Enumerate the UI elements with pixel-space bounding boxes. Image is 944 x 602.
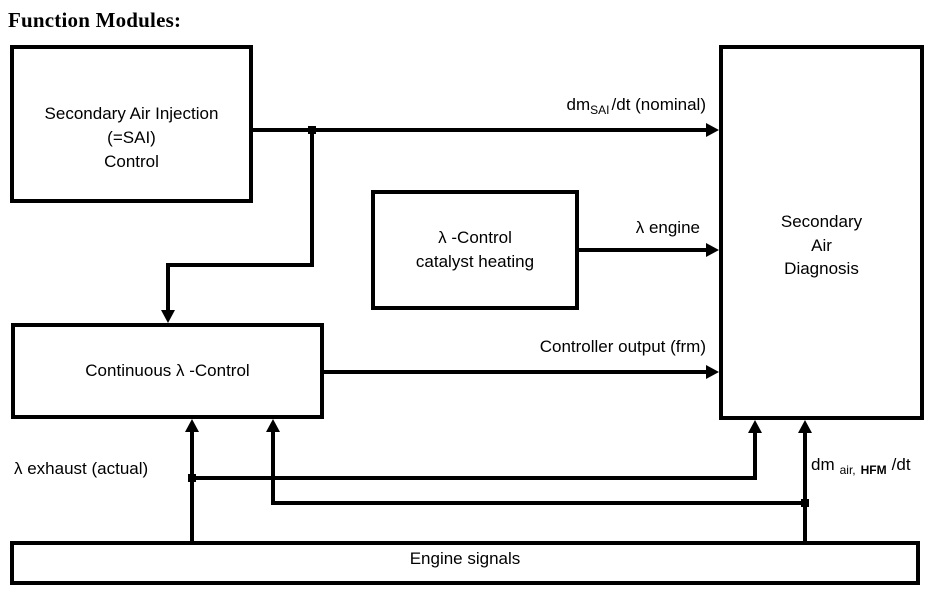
box-text-line: Secondary Air Injection (44, 104, 219, 124)
box-secondary-air-diagnosis: Secondary Air Diagnosis (719, 45, 924, 420)
box-text-line: λ -Control (438, 228, 512, 248)
connector-sai-branch-drop (166, 263, 170, 310)
box-lambda-control-catalyst-heating: λ -Control catalyst heating (371, 190, 579, 310)
box-sai-control: Secondary Air Injection (=SAI) Control (10, 45, 253, 203)
connector-lambda-exhaust-riser (753, 433, 757, 480)
arrowhead-into-continuous-bottom-right-icon (266, 419, 280, 432)
box-text-line: Engine signals (409, 549, 521, 569)
arrowhead-into-continuous-top-icon (161, 310, 175, 323)
connector-sai-branch-vertical (310, 128, 314, 267)
label-part-subscript-bold: HFM (860, 463, 887, 477)
connector-airflow-branch-riser (271, 432, 275, 505)
label-lambda-exhaust-actual: λ exhaust (actual) (14, 459, 149, 478)
connector-continuous-to-diagnosis (324, 370, 706, 374)
label-dm-sai-dt-nominal: dmSAI/dt (nominal) (567, 95, 706, 117)
box-text-line: Secondary (780, 211, 863, 231)
label-part-prefix: dm (566, 95, 591, 114)
box-text-line: Diagnosis (784, 259, 859, 279)
label-controller-output-frm: Controller output (frm) (539, 337, 706, 356)
box-text-line: Air (811, 235, 832, 255)
label-part-prefix: dm (811, 455, 835, 474)
label-part-subscript: SAI (590, 103, 610, 117)
label-part-subscript: air, (839, 463, 856, 477)
connector-airflow-riser (803, 433, 807, 541)
label-part-suffix: /dt (891, 455, 911, 474)
connector-sai-branch-horizontal (166, 263, 314, 267)
box-text-line: catalyst heating (415, 252, 535, 271)
arrowhead-into-diagnosis-bottom-left-icon (748, 420, 762, 433)
box-continuous-lambda-control: Continuous λ -Control (11, 323, 324, 419)
arrowhead-into-diagnosis-bottom-right-icon (798, 420, 812, 433)
connector-sai-to-diagnosis (253, 128, 706, 132)
box-text-line: Continuous λ -Control (85, 361, 250, 381)
arrowhead-into-continuous-bottom-left-icon (185, 419, 199, 432)
connector-engine-to-continuous-left (190, 432, 194, 541)
box-text-line: (=SAI) (107, 128, 156, 148)
box-engine-signals: Engine signals (10, 541, 920, 585)
connector-airflow-horizontal (271, 501, 807, 505)
box-text-line: Control (104, 151, 159, 171)
label-part-suffix: /dt (nominal) (611, 95, 706, 114)
diagram-title: Function Modules: (8, 8, 182, 32)
connector-lambda-exhaust-horizontal (190, 476, 757, 480)
arrowhead-into-diagnosis-top-icon (706, 123, 719, 137)
label-dm-air-hfm-dt: dm air, HFM/dt (811, 455, 911, 477)
arrowhead-into-diagnosis-middle-icon (706, 243, 719, 257)
connector-catalyst-to-diagnosis (579, 248, 706, 252)
label-lambda-engine: λ engine (635, 218, 700, 237)
arrowhead-into-diagnosis-lower-icon (706, 365, 719, 379)
